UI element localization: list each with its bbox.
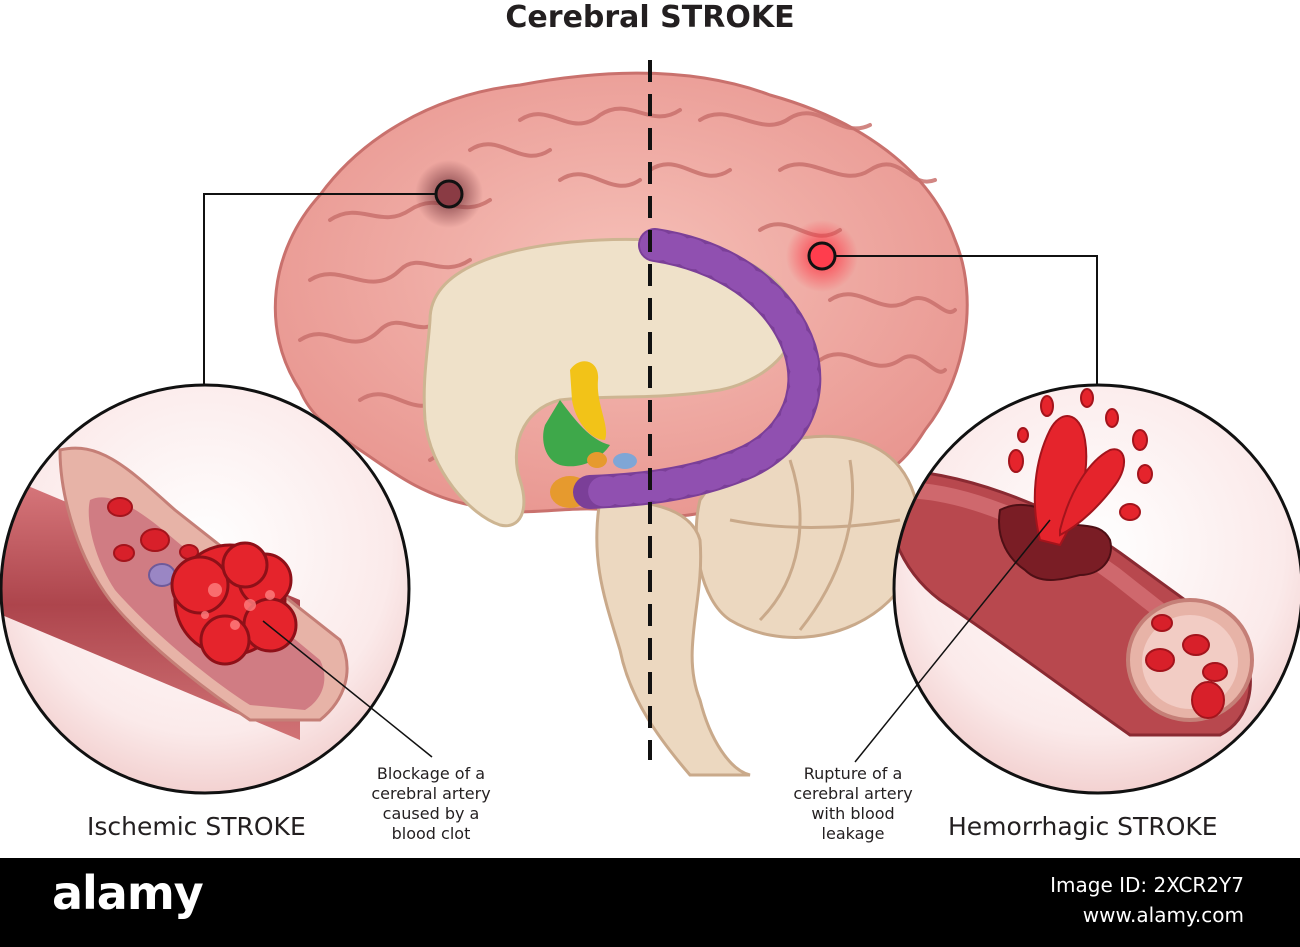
hemorrhagic-site-marker bbox=[786, 220, 858, 292]
hemorrhagic-caption-line-2: cerebral artery bbox=[793, 784, 913, 803]
blood-leakage bbox=[1008, 388, 1153, 547]
hemorrhagic-caption-line-4: leakage bbox=[821, 824, 885, 843]
ischemic-stroke-label: Ischemic STROKE bbox=[87, 812, 306, 841]
hemorrhagic-caption-line-3: with blood bbox=[811, 804, 895, 823]
ischemic-caption-line-4: blood clot bbox=[391, 824, 471, 843]
diagram-title: Cerebral STROKE bbox=[505, 0, 795, 35]
corpus-callosum bbox=[422, 237, 797, 528]
blue-structure bbox=[613, 453, 637, 469]
ischemic-caption-line-2: cerebral artery bbox=[371, 784, 491, 803]
red-blood-cells bbox=[107, 497, 199, 562]
site-url: www.alamy.com bbox=[1082, 903, 1244, 927]
hemorrhagic-caption-line-1: Rupture of a bbox=[803, 764, 903, 783]
brainstem bbox=[595, 498, 751, 777]
hemorrhagic-stroke-label: Hemorrhagic STROKE bbox=[948, 812, 1218, 841]
green-structure bbox=[543, 400, 610, 467]
orange-small bbox=[587, 452, 607, 468]
ischemic-connector bbox=[203, 193, 436, 385]
yellow-structure bbox=[570, 361, 607, 440]
ischemic-caption-line-1: Blockage of a bbox=[376, 764, 486, 783]
hemorrhagic-caption: Rupture of a cerebral artery with blood … bbox=[778, 764, 928, 844]
ischemic-site-marker bbox=[415, 160, 483, 228]
hemorrhagic-connector bbox=[835, 255, 1098, 385]
clot-pointer bbox=[262, 620, 433, 758]
rupture-pointer bbox=[854, 519, 1051, 763]
hemorrhagic-magnifier bbox=[854, 383, 1300, 795]
watermark-footer bbox=[0, 858, 1300, 947]
ischemic-caption: Blockage of a cerebral artery caused by … bbox=[356, 764, 506, 844]
alamy-logo: alamy bbox=[52, 866, 204, 920]
ischemic-caption-line-3: caused by a bbox=[382, 804, 480, 823]
image-id: Image ID: 2XCR2Y7 bbox=[1050, 873, 1244, 897]
ischemic-magnifier bbox=[0, 383, 433, 795]
